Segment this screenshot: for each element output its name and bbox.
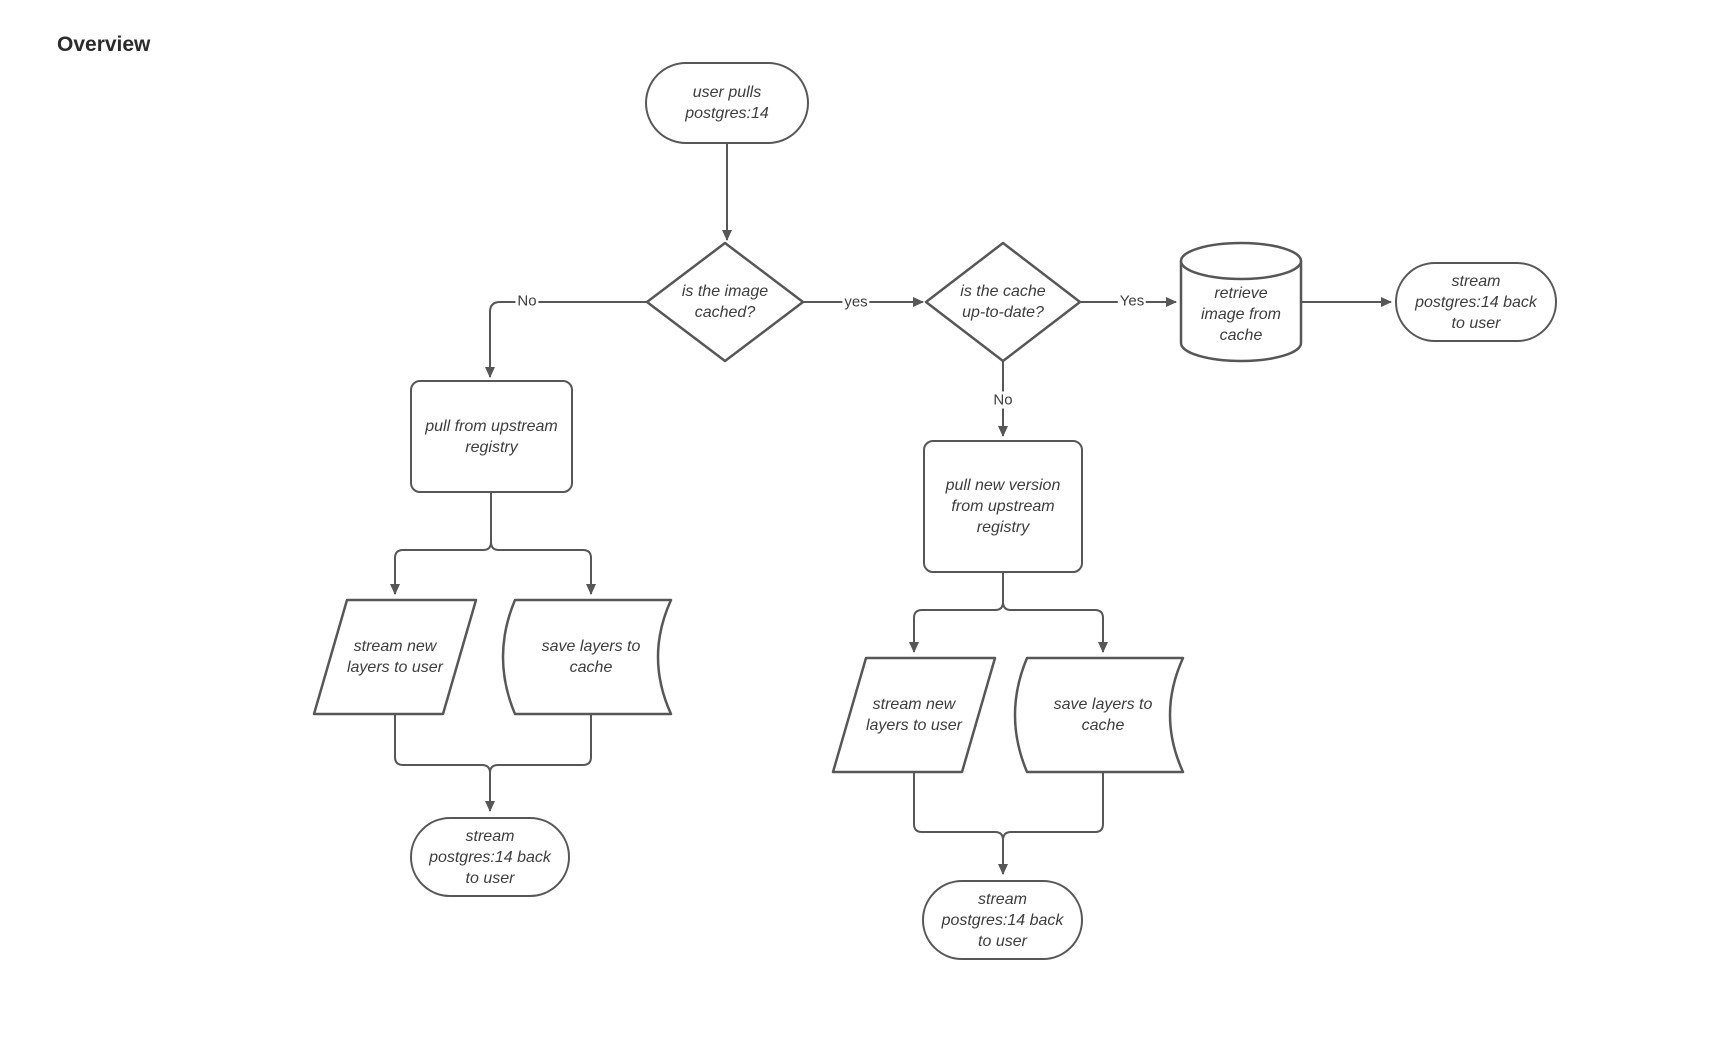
parallelogram-stream-right-shape: [831, 656, 997, 774]
node-stream-back-bottom: stream postgres:14 back to user: [922, 880, 1083, 960]
decision-image-cached-shape: [645, 241, 805, 363]
edge-split-right-to-stream: [909, 573, 1004, 653]
database-cylinder-top: [1179, 241, 1303, 281]
edge-split-left-to-save: [490, 493, 596, 595]
stored-data-save-left-shape: [501, 598, 673, 716]
node-pull-new-version: pull new version from upstream registry: [923, 440, 1083, 573]
edge-label-no-image-cached: No: [515, 292, 539, 310]
edge-merge-left-from-save: [489, 714, 592, 774]
parallelogram-stream-left-shape: [312, 598, 478, 716]
database-cylinder-shape: [1179, 261, 1303, 363]
node-stream-back-left: stream postgres:14 back to user: [410, 817, 570, 897]
page-title: Overview: [57, 33, 151, 56]
decision-cache-up-to-date-shape: [924, 241, 1082, 363]
node-start: user pulls postgres:14: [645, 62, 809, 144]
stored-data-save-right-shape: [1013, 656, 1185, 774]
edge-label-yes-cache-up-to-date: Yes: [1117, 292, 1147, 310]
edge-merge-right-from-stream: [913, 772, 1008, 875]
edge-label-no-cache-stale: No: [991, 391, 1015, 409]
node-pull-from-upstream: pull from upstream registry: [410, 380, 573, 493]
edge-merge-right-from-save: [1002, 772, 1104, 841]
edge-split-right-to-save: [1002, 573, 1108, 653]
node-stream-back-right: stream postgres:14 back to user: [1395, 262, 1557, 342]
edge-split-left-to-stream: [390, 493, 492, 595]
edge-merge-left-from-stream: [394, 714, 495, 812]
edge-label-yes-image-cached: yes: [842, 293, 870, 311]
edge-no-image-cached: [485, 301, 647, 378]
